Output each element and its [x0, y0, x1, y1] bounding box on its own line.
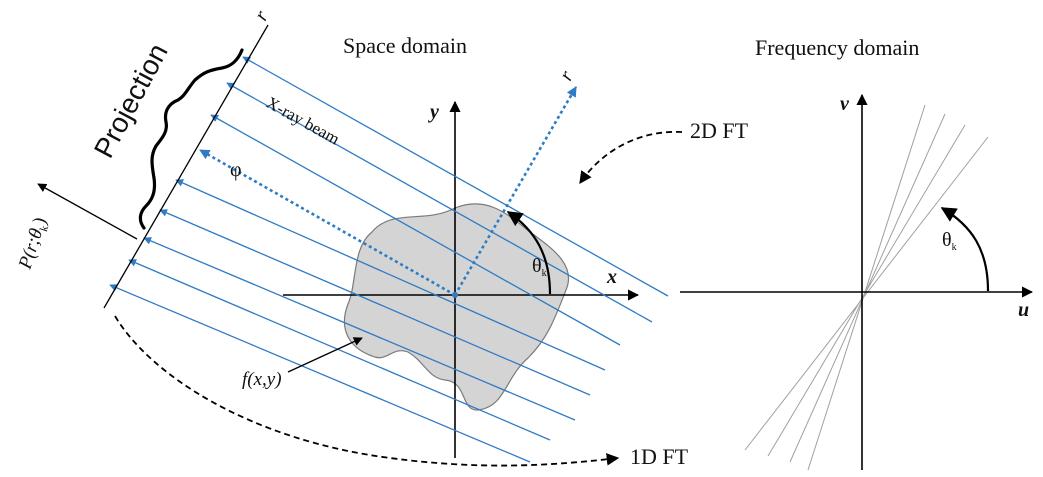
ft-2d-arrow [579, 131, 683, 185]
radial-lines [744, 104, 989, 471]
ft-1d-label: 1D FT [630, 444, 689, 469]
projection-baseline [103, 24, 269, 309]
object-shape [343, 203, 569, 411]
theta-space-sub: k [542, 268, 547, 279]
projection-normal-arrow [37, 183, 138, 240]
origin-dot [452, 292, 458, 298]
projection-function-label: P(r;θk) [14, 215, 53, 273]
r-label-rotated: r [555, 67, 578, 84]
xray-beam-line [175, 179, 606, 371]
object-function-text: f(x,y) [242, 369, 282, 390]
theta-freq-sub: k [952, 242, 957, 253]
theta-freq-symbol: θ [942, 229, 952, 251]
xray-beams [109, 56, 669, 463]
phi-direction-line [199, 148, 456, 297]
xray-beam-line [242, 56, 669, 297]
freq-v-label: v [840, 93, 850, 115]
space-y-label: y [428, 101, 439, 123]
xray-beam-label: X-ray beam [263, 93, 343, 149]
xray-beam-line [143, 237, 576, 421]
phi-label: φ [230, 159, 242, 181]
projection-function-main: P(r;θ [14, 226, 47, 272]
theta-space-symbol: θ [532, 255, 542, 277]
ft-1d-arrow [114, 315, 620, 467]
ft-2d-label: 2D FT [690, 118, 749, 143]
rotated-r-axis [453, 86, 578, 296]
xray-beam-line [109, 284, 531, 463]
theta-space-label: θk [532, 255, 547, 279]
xray-beam-line [159, 209, 591, 396]
object-pointer-arrow [287, 337, 363, 373]
radial-line [744, 136, 989, 451]
frequency-domain-heading: Frequency domain [755, 35, 919, 60]
theta-freq-label: θk [942, 229, 957, 253]
freq-u-label: u [1018, 299, 1029, 321]
projection-profile [138, 48, 244, 230]
xray-beam-line [210, 114, 621, 346]
space-domain-heading: Space domain [343, 33, 467, 58]
space-x-label: x [606, 266, 617, 288]
r-label-projection: r [250, 7, 273, 24]
theta-arc-space [506, 211, 552, 295]
radial-line [789, 113, 946, 463]
projection-label: Projection [88, 38, 174, 162]
xray-beam-line [226, 82, 653, 323]
object-function-label: f(x,y) [242, 369, 282, 390]
xray-beam-line [128, 259, 551, 441]
theta-arc-freq [940, 207, 990, 292]
projection-function-sub: k [38, 224, 51, 233]
radial-line [807, 104, 926, 471]
